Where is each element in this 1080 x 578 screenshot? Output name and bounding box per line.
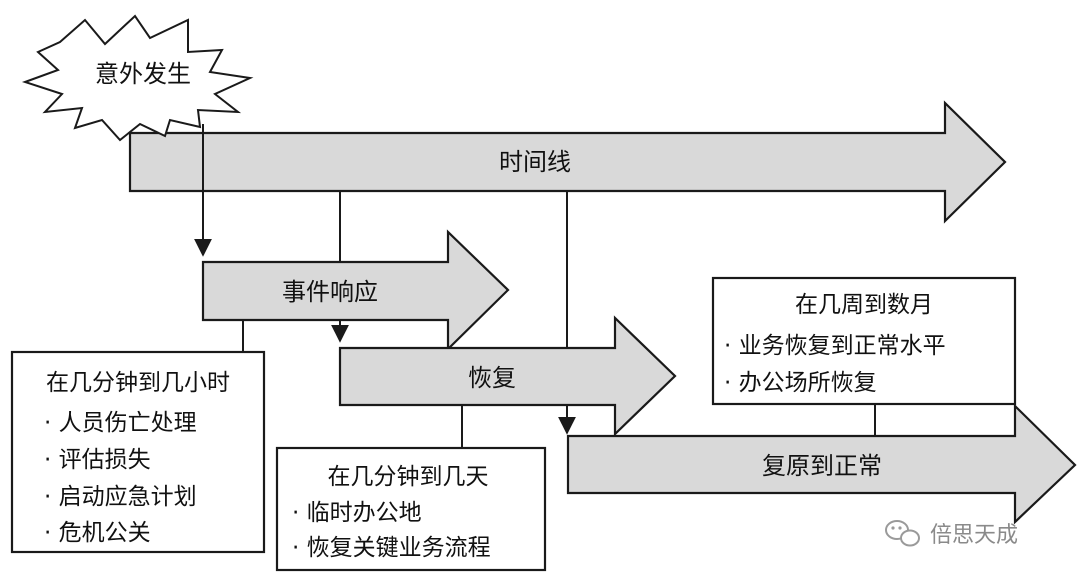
note-item: · 启动应急计划 xyxy=(44,484,197,510)
note-title-3: 在几周到数月 xyxy=(795,292,933,318)
timeline-arrow xyxy=(128,100,1007,224)
note-box-weeks-months xyxy=(711,276,1017,406)
note-box-minutes-hours xyxy=(10,350,266,554)
incident-label: 意外发生 xyxy=(95,60,191,88)
note-title-2: 在几分钟到几天 xyxy=(328,464,489,490)
note-item: · 办公场所恢复 xyxy=(724,370,877,396)
note-item: · 业务恢复到正常水平 xyxy=(724,333,946,359)
note-item: · 人员伤亡处理 xyxy=(44,410,197,436)
phase-label-recovery: 恢复 xyxy=(468,364,516,392)
note-box-minutes-days xyxy=(275,446,547,572)
incident-burst xyxy=(21,14,254,142)
phase-label-response: 事件响应 xyxy=(282,278,378,306)
note-item: · 评估损失 xyxy=(44,447,151,473)
phase-arrow-normal xyxy=(566,403,1077,525)
note-item: · 危机公关 xyxy=(44,520,151,546)
phase-arrow-recovery xyxy=(338,315,677,437)
wechat-icon xyxy=(885,520,920,547)
note-item: · 恢复关键业务流程 xyxy=(292,535,491,561)
note-item: · 临时办公地 xyxy=(292,500,422,526)
note-title-1: 在几分钟到几小时 xyxy=(46,370,230,396)
timeline-label: 时间线 xyxy=(499,148,571,176)
phase-label-normal: 复原到正常 xyxy=(762,452,882,480)
watermark-text: 倍思天成 xyxy=(930,523,1018,548)
